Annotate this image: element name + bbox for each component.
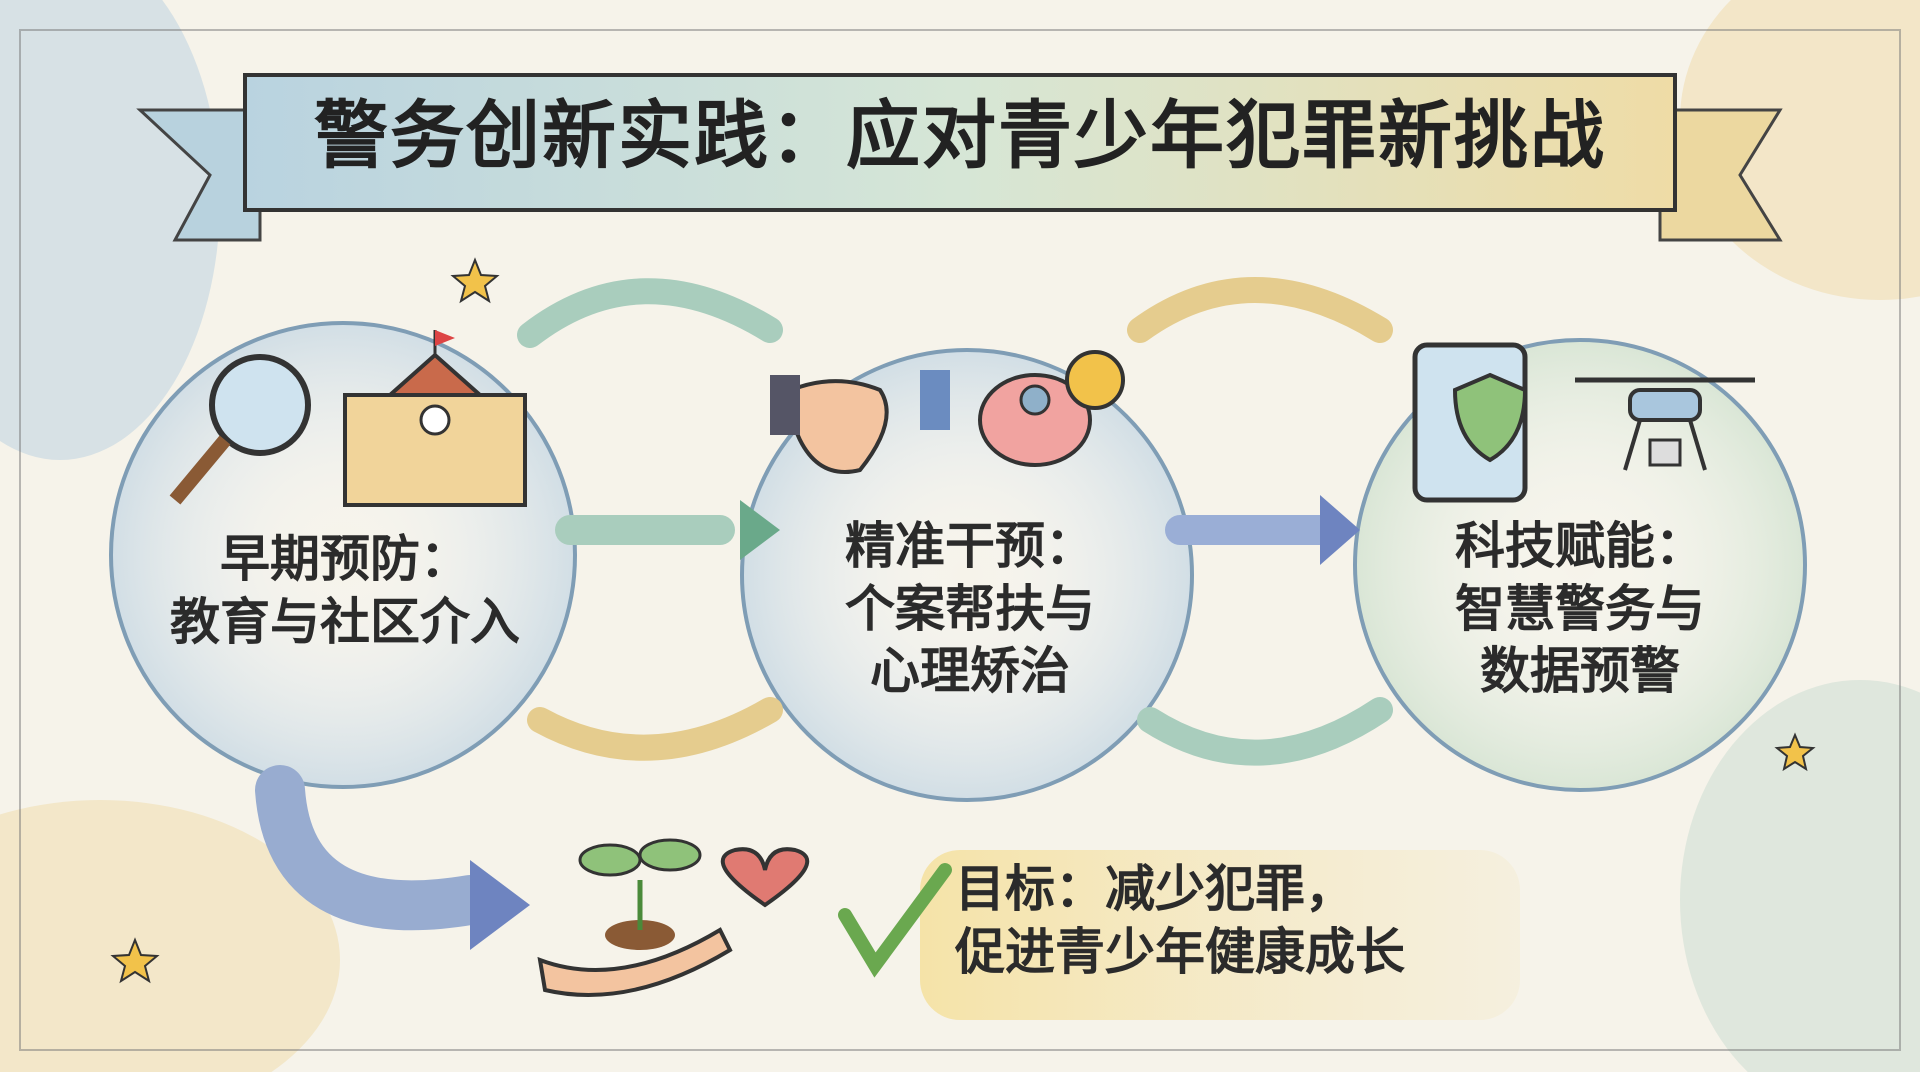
goal-highlight bbox=[920, 850, 1520, 1020]
stage-heading: 科技赋能： bbox=[1455, 517, 1705, 575]
stage-heading: 早期预防： bbox=[220, 530, 470, 588]
stage-technology-text: 科技赋能： 智慧警务与 数据预警 bbox=[1370, 515, 1790, 703]
goal-text: 目标：减少犯罪， 促进青少年健康成长 bbox=[955, 858, 1515, 983]
tablet-shield-icon bbox=[1412, 342, 1528, 503]
arrow-head bbox=[1320, 495, 1360, 565]
stage-line: 教育与社区介入 bbox=[170, 592, 520, 651]
stage-heading: 精准干预： bbox=[845, 517, 1095, 575]
stage-line: 心理矫治 bbox=[870, 642, 1070, 700]
stage-line: 数据预警 bbox=[1480, 642, 1680, 700]
title-banner bbox=[136, 73, 1783, 242]
watercolor-wash bbox=[1680, 680, 1920, 1072]
drone-icon bbox=[1575, 377, 1755, 471]
stage-line: 智慧警务与 bbox=[1455, 579, 1705, 638]
magnifier-icon bbox=[169, 354, 311, 505]
heart-icon bbox=[720, 847, 809, 908]
checkmark-icon bbox=[838, 863, 952, 978]
flow-arrows bbox=[255, 277, 1393, 931]
star-icon bbox=[110, 257, 1816, 984]
stage-intervention-text: 精准干预： 个案帮扶与 心理矫治 bbox=[760, 515, 1180, 703]
stage-line: 个案帮扶与 bbox=[845, 579, 1095, 638]
watercolor-wash bbox=[0, 800, 340, 1072]
page-title: 警务创新实践：应对青少年犯罪新挑战 bbox=[314, 93, 1606, 179]
stage-prevention-text: 早期预防： 教育与社区介入 bbox=[130, 528, 560, 653]
school-icon bbox=[343, 330, 527, 507]
handshake-icon bbox=[770, 370, 950, 474]
sketch-border bbox=[19, 29, 1901, 1051]
arrow-head bbox=[470, 860, 530, 950]
arrow-head bbox=[740, 500, 780, 560]
goal-line-2: 促进青少年健康成长 bbox=[955, 922, 1405, 981]
goal-line-1: 目标：减少犯罪， bbox=[955, 860, 1355, 918]
brain-gears-icon bbox=[978, 350, 1125, 467]
seedling-hand-icon bbox=[537, 838, 733, 997]
